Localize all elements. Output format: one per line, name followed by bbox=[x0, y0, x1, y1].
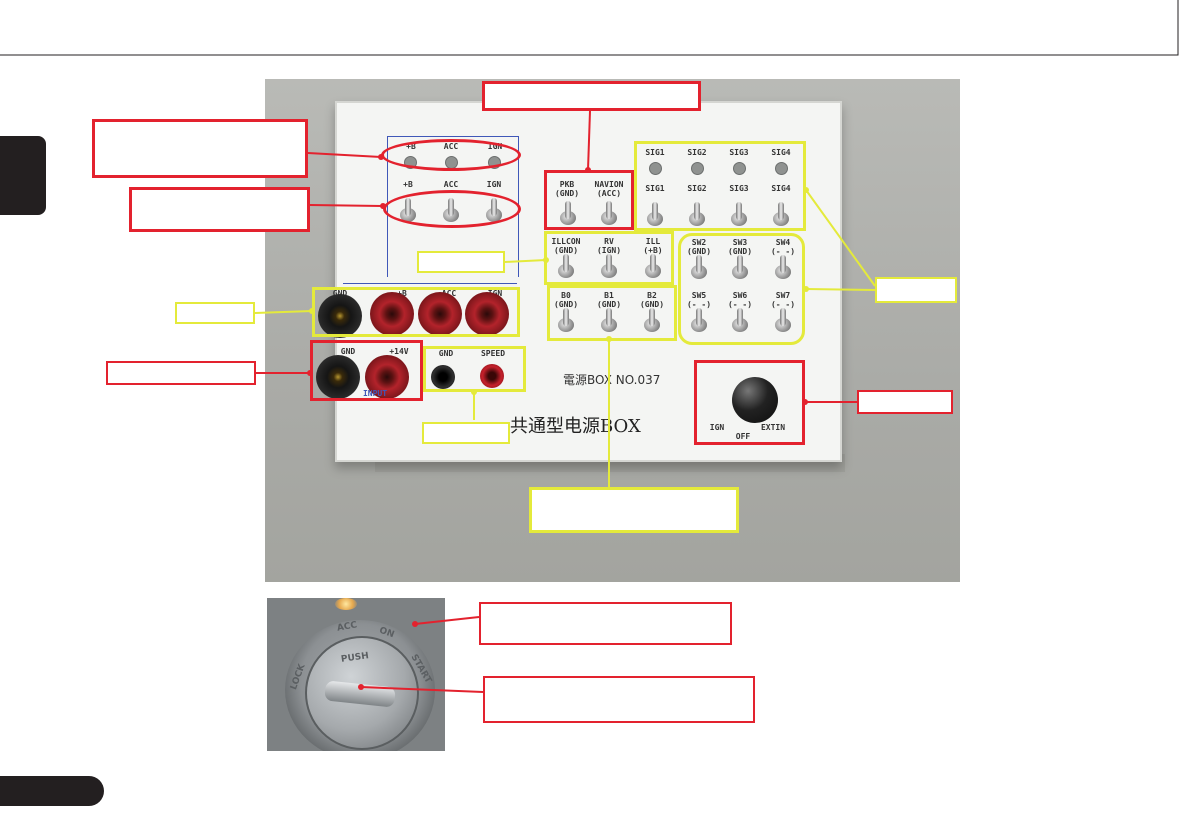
switch-label-b1: B1 (GND) bbox=[596, 291, 622, 309]
switch-sw2[interactable] bbox=[691, 255, 707, 281]
callout-key-indicator bbox=[479, 602, 732, 645]
highlight-mid-switches bbox=[544, 231, 674, 285]
highlight-knob bbox=[694, 360, 805, 445]
input-label-14v: +14V bbox=[389, 347, 409, 356]
callout-battery-switches bbox=[129, 187, 310, 232]
highlight-output-posts bbox=[312, 287, 520, 337]
switch-rv[interactable] bbox=[601, 254, 617, 280]
switch-ill[interactable] bbox=[645, 254, 661, 280]
callout-output-posts bbox=[175, 302, 255, 324]
knob-label-off: OFF bbox=[735, 432, 751, 441]
highlight-sig bbox=[634, 141, 806, 231]
sig-switch-label-4: SIG4 bbox=[771, 184, 791, 193]
sig-led-3 bbox=[733, 162, 746, 175]
battery-group-outline-base bbox=[343, 279, 517, 284]
output-post-b[interactable] bbox=[370, 292, 414, 336]
callout-battery-leds bbox=[92, 119, 308, 178]
callout-b-sw-switches bbox=[529, 487, 739, 533]
switch-label-sw5: SW5 (- -) bbox=[686, 291, 712, 309]
output-post-ign[interactable] bbox=[465, 292, 509, 336]
jack-label-speed: SPEED bbox=[480, 349, 506, 358]
sig-led-label-1: SIG1 bbox=[645, 148, 665, 157]
callout-knob bbox=[857, 390, 953, 414]
battery-switch-label-acc: ACC bbox=[443, 180, 459, 189]
battery-switch-label-b: +B bbox=[403, 180, 413, 189]
output-post-acc[interactable] bbox=[418, 292, 462, 336]
switch-sw7[interactable] bbox=[775, 308, 791, 334]
switch-label-sw2: SW2 (GND) bbox=[686, 238, 712, 256]
switch-label-sw6: SW6 (- -) bbox=[727, 291, 753, 309]
switch-b0[interactable] bbox=[558, 308, 574, 334]
jack-label-gnd: GND bbox=[438, 349, 454, 358]
sig-led-1 bbox=[649, 162, 662, 175]
jack-gnd[interactable] bbox=[431, 365, 455, 389]
switch-label-navion: NAVION (ACC) bbox=[594, 180, 624, 198]
ignition-knob[interactable] bbox=[732, 377, 778, 423]
highlight-pkb-navion bbox=[544, 170, 634, 230]
switch-label-sw7: SW7 (- -) bbox=[770, 291, 796, 309]
switch-sw6[interactable] bbox=[732, 308, 748, 334]
highlight-speed-jacks bbox=[423, 346, 526, 392]
highlight-input-posts bbox=[310, 340, 423, 401]
sig-switch-label-1: SIG1 bbox=[645, 184, 665, 193]
chapter-tab bbox=[0, 136, 46, 215]
knob-label-extin: EXTIN bbox=[760, 423, 786, 432]
box-title: 共通型电源BOX bbox=[510, 416, 641, 437]
sig-switch-label-3: SIG3 bbox=[729, 184, 749, 193]
input-label: INPUT bbox=[362, 389, 388, 398]
sig-led-4 bbox=[775, 162, 788, 175]
sig-led-label-4: SIG4 bbox=[771, 148, 791, 157]
page-number-tab bbox=[0, 776, 104, 806]
callout-sig-sw bbox=[875, 277, 957, 303]
output-post-gnd[interactable] bbox=[318, 294, 362, 338]
switch-label-rv: RV (IGN) bbox=[596, 237, 622, 255]
switch-sw5[interactable] bbox=[691, 308, 707, 334]
sig-switch-label-2: SIG2 bbox=[687, 184, 707, 193]
switch-sw3[interactable] bbox=[732, 255, 748, 281]
callout-mid-switches bbox=[417, 251, 505, 273]
input-post-14v[interactable] bbox=[365, 355, 409, 399]
switch-label-pkb: PKB (GND) bbox=[554, 180, 580, 198]
post-label-gnd: GND bbox=[320, 289, 360, 298]
knob-label-ign: IGN bbox=[709, 423, 725, 432]
switch-label-b2: B2 (GND) bbox=[639, 291, 665, 309]
switch-label-sw3: SW3 (GND) bbox=[727, 238, 753, 256]
sig-switch-2[interactable] bbox=[689, 202, 705, 228]
switch-sw4[interactable] bbox=[775, 255, 791, 281]
jack-speed[interactable] bbox=[480, 364, 504, 388]
highlight-sw-switches bbox=[678, 233, 805, 345]
ignition-key-photo: LOCK ACC ON START PUSH bbox=[267, 598, 445, 751]
callout-pkb-navion bbox=[482, 81, 701, 111]
callout-input-posts bbox=[106, 361, 256, 385]
sig-switch-4[interactable] bbox=[773, 202, 789, 228]
input-post-gnd[interactable] bbox=[316, 355, 360, 399]
key-indicator-glow bbox=[335, 598, 357, 610]
sig-switch-1[interactable] bbox=[647, 202, 663, 228]
callout-key-slot bbox=[483, 676, 755, 723]
highlight-battery-switches bbox=[383, 190, 521, 228]
highlight-b-switches bbox=[547, 285, 677, 341]
switch-navion[interactable] bbox=[601, 201, 617, 227]
input-label-gnd: GND bbox=[340, 347, 356, 356]
switch-label-b0: B0 (GND) bbox=[553, 291, 579, 309]
sig-led-2 bbox=[691, 162, 704, 175]
switch-illcon[interactable] bbox=[558, 254, 574, 280]
switch-label-illcon: ILLCON (GND) bbox=[551, 237, 581, 255]
switch-label-ill: ILL (+B) bbox=[643, 237, 663, 255]
switch-b1[interactable] bbox=[601, 308, 617, 334]
battery-switch-label-ign: IGN bbox=[486, 180, 502, 189]
sig-switch-3[interactable] bbox=[731, 202, 747, 228]
sig-led-label-3: SIG3 bbox=[729, 148, 749, 157]
callout-speed-jacks bbox=[422, 422, 510, 444]
sig-led-label-2: SIG2 bbox=[687, 148, 707, 157]
switch-b2[interactable] bbox=[644, 308, 660, 334]
switch-pkb[interactable] bbox=[560, 201, 576, 227]
box-number-plate: 電源BOX NO.037 bbox=[563, 373, 661, 387]
switch-label-sw4: SW4 (- -) bbox=[770, 238, 796, 256]
highlight-battery-leds bbox=[381, 139, 521, 171]
